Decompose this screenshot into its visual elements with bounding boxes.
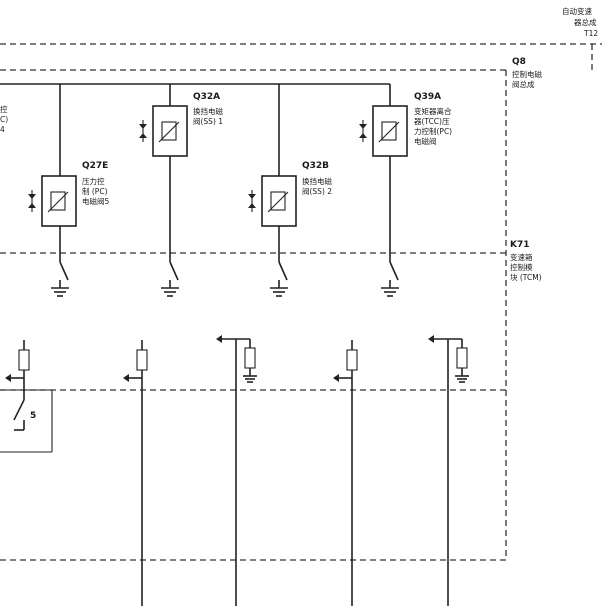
q39a-desc-line1: 变矩器离合 bbox=[414, 106, 452, 116]
tcm-input-3 bbox=[216, 335, 257, 606]
module-boundaries bbox=[0, 43, 602, 561]
q32a-code: Q32A bbox=[193, 92, 220, 102]
left-partial-line3: 4 bbox=[0, 125, 5, 134]
q39a-desc-line3: 力控制(PC) bbox=[414, 126, 452, 136]
k71-desc-line2: 控制模 bbox=[510, 262, 533, 272]
q32b-code: Q32B bbox=[302, 161, 329, 171]
branch-q32a bbox=[139, 84, 188, 297]
branch-q27e bbox=[28, 84, 77, 297]
tcm-input-1 bbox=[0, 340, 53, 453]
q8-desc-line1: 控制电磁 bbox=[512, 69, 542, 79]
q27e-desc-line3: 电磁阀5 bbox=[82, 196, 109, 206]
branch-q39a bbox=[359, 84, 408, 297]
left-partial-line1: 控 bbox=[0, 104, 8, 114]
branch-q32b bbox=[248, 84, 297, 297]
q32a-desc-line1: 换挡电磁 bbox=[193, 106, 223, 116]
q27e-desc-line2: 制 (PC) bbox=[82, 186, 108, 196]
q27e-code: Q27E bbox=[82, 161, 108, 171]
switch-number-label: 5 bbox=[30, 411, 36, 421]
k71-code: K71 bbox=[510, 240, 530, 250]
q8-code: Q8 bbox=[512, 57, 526, 67]
q32b-desc-line1: 换挡电磁 bbox=[302, 176, 332, 186]
tcm-input-4 bbox=[333, 340, 358, 606]
q32b-desc-line2: 阀(SS) 2 bbox=[302, 187, 332, 196]
q39a-code: Q39A bbox=[414, 92, 441, 102]
left-partial-line2: C) bbox=[0, 115, 8, 124]
k71-desc-line3: 块 (TCM) bbox=[510, 272, 542, 282]
tcm-input-5 bbox=[428, 335, 469, 606]
assembly-connector: T12 bbox=[583, 29, 598, 38]
q27e-desc-line1: 压力控 bbox=[82, 176, 105, 186]
k71-desc-line1: 变速箱 bbox=[510, 252, 533, 262]
tcm-input-2 bbox=[123, 340, 148, 606]
q39a-desc-line2: 器(TCC)压 bbox=[414, 117, 450, 126]
assembly-title-line2: 器总成 bbox=[574, 17, 597, 27]
q39a-desc-line4: 电磁阀 bbox=[414, 136, 437, 146]
assembly-title-line1: 自动变速 bbox=[562, 6, 592, 16]
q32a-desc-line2: 阀(SS) 1 bbox=[193, 117, 223, 126]
q8-desc-line2: 阀总成 bbox=[512, 79, 535, 89]
